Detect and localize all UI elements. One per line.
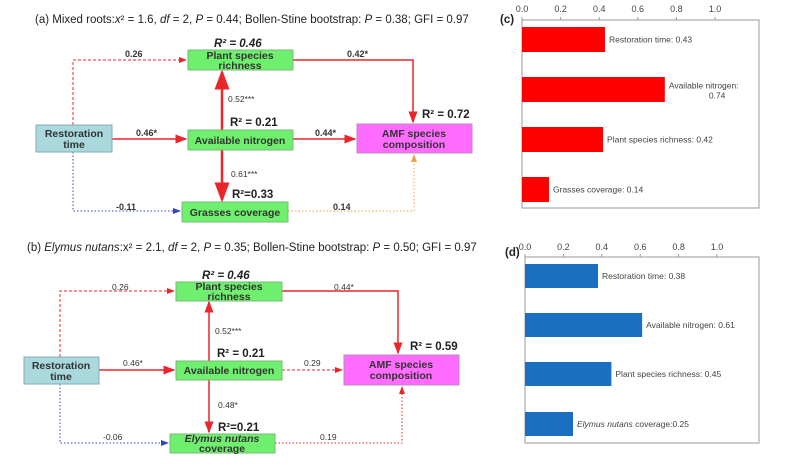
coef-plant-amf: 0.44* bbox=[334, 282, 355, 292]
coef-restoration-plant: 0.26 bbox=[112, 282, 129, 292]
node-plant-richness: Plant species richness bbox=[187, 49, 294, 72]
svg-text:Plant species: Plant species bbox=[206, 50, 273, 62]
node-restoration-time: Restoration time bbox=[23, 356, 100, 385]
coef-cover-amf: 0.19 bbox=[320, 432, 337, 442]
x-tick-label: 0.2 bbox=[554, 4, 567, 14]
coef-nitrogen-amf: 0.29 bbox=[304, 358, 321, 368]
svg-text:richness: richness bbox=[218, 60, 261, 72]
node-restoration-time: Restoration time bbox=[35, 124, 113, 153]
x-tick-label: 0.4 bbox=[596, 242, 609, 252]
node-grasses-coverage: Grasses coverage bbox=[181, 201, 289, 223]
path-restoration-to-plant bbox=[72, 57, 187, 125]
r2-nitrogen: R² = 0.21 bbox=[217, 348, 265, 360]
coef-nitrogen-plant: 0.52*** bbox=[215, 326, 242, 336]
x-tick-label: 1.0 bbox=[709, 4, 722, 14]
x-tick-label: 0.6 bbox=[634, 242, 647, 252]
svg-text:AMF species: AMF species bbox=[382, 128, 446, 140]
bar-label: Available nitrogen: bbox=[669, 81, 739, 91]
bar-available-nitrogen bbox=[525, 313, 643, 337]
path-plant-to-amf bbox=[293, 59, 418, 124]
panel-a-path-diagram: (a) Mixed roots:x² = 1.6, df = 2, P = 0.… bbox=[35, 14, 473, 223]
r2-plant: R² = 0.46 bbox=[202, 270, 250, 282]
node-available-nitrogen: Available nitrogen bbox=[175, 360, 283, 381]
bar-label: Restoration time: 0.43 bbox=[609, 35, 692, 45]
path-cover-to-amf bbox=[288, 154, 417, 212]
svg-text:Grasses coverage: Grasses coverage bbox=[190, 207, 281, 219]
r2-plant: R² = 0.46 bbox=[214, 38, 262, 50]
coef-restoration-cover: -0.11 bbox=[116, 202, 136, 212]
x-tick-label: 0.4 bbox=[593, 4, 606, 14]
svg-text:composition: composition bbox=[383, 139, 445, 151]
coef-restoration-nitrogen: 0.46* bbox=[136, 128, 158, 138]
svg-text:Elymus nutans: Elymus nutans bbox=[185, 433, 260, 445]
svg-text:richness: richness bbox=[207, 291, 250, 303]
svg-text:time: time bbox=[50, 371, 72, 383]
svg-text:Available nitrogen: Available nitrogen bbox=[184, 365, 275, 377]
svg-text:Plant species: Plant species bbox=[195, 281, 262, 293]
node-amf-composition: AMF species composition bbox=[343, 354, 460, 386]
r2-nitrogen: R² = 0.21 bbox=[230, 117, 278, 129]
path-plant-to-amf bbox=[282, 290, 403, 355]
coef-restoration-cover: -0.06 bbox=[103, 432, 123, 442]
r2-amf: R² = 0.59 bbox=[410, 341, 458, 353]
r2-cover: R²=0.21 bbox=[218, 422, 260, 434]
coef-restoration-nitrogen: 0.46* bbox=[123, 358, 144, 368]
svg-text:time: time bbox=[63, 139, 85, 151]
bar-restoration-time bbox=[525, 264, 598, 288]
x-tick-label: 0.6 bbox=[632, 4, 645, 14]
coef-nitrogen-cover: 0.48* bbox=[218, 400, 239, 410]
bar-available-nitrogen bbox=[522, 77, 665, 102]
svg-text:Available nitrogen: Available nitrogen bbox=[195, 135, 286, 147]
node-elymus-coverage: Elymus nutans coverage bbox=[169, 433, 276, 455]
svg-text:coverage: coverage bbox=[199, 443, 245, 455]
chart-d-panel-label: (d) bbox=[505, 247, 520, 259]
bar-label: Grasses coverage: 0.14 bbox=[553, 185, 644, 195]
r2-cover: R²=0.33 bbox=[232, 189, 273, 201]
path-restoration-to-cover bbox=[59, 384, 169, 446]
bar-label: Plant species richness: 0.45 bbox=[615, 369, 721, 379]
coef-cover-amf: 0.14 bbox=[333, 202, 351, 212]
x-tick-label: 0.2 bbox=[557, 242, 570, 252]
node-plant-richness: Plant species richness bbox=[175, 281, 283, 303]
x-tick-label: 1.0 bbox=[711, 242, 724, 252]
x-tick-label: 0.0 bbox=[519, 242, 532, 252]
bar-plant-species-richness bbox=[522, 127, 604, 152]
r2-amf: R² = 0.72 bbox=[422, 109, 470, 121]
node-available-nitrogen: Available nitrogen bbox=[187, 129, 294, 151]
path-restoration-to-plant bbox=[59, 288, 175, 357]
chart-frame bbox=[524, 256, 760, 444]
x-tick-label: 0.0 bbox=[516, 4, 529, 14]
x-tick-label: 0.8 bbox=[670, 4, 683, 14]
bar-elymus-nutans-coverage bbox=[525, 412, 573, 436]
svg-text:AMF species: AMF species bbox=[369, 359, 433, 371]
coef-plant-amf: 0.42* bbox=[347, 49, 369, 59]
panel-b-path-diagram: (b) Elymus nutans:x² = 2.1, df = 2, P = … bbox=[23, 242, 477, 455]
coef-nitrogen-plant: 0.52*** bbox=[228, 94, 255, 104]
svg-text:Restoration: Restoration bbox=[32, 360, 90, 372]
coef-restoration-plant: 0.26 bbox=[125, 49, 143, 59]
chart-c-panel-label: (c) bbox=[500, 14, 514, 26]
x-tick-label: 0.8 bbox=[672, 242, 685, 252]
panel-b-title: (b) Elymus nutans:x² = 2.1, df = 2, P = … bbox=[27, 242, 477, 254]
bar-restoration-time bbox=[522, 27, 605, 52]
bar-plant-species-richness bbox=[525, 362, 612, 386]
bar-label: Plant species richness: 0.42 bbox=[607, 135, 713, 145]
bar-label: Restoration time: 0.38 bbox=[602, 271, 685, 281]
path-restoration-to-cover bbox=[72, 152, 181, 214]
bar-value-label: 0.74 bbox=[709, 91, 726, 101]
bar-grasses-coverage bbox=[522, 177, 550, 202]
chart-frame bbox=[521, 19, 760, 209]
bar-label: Elymus nutans coverage:0.25 bbox=[577, 419, 689, 429]
svg-text:Restoration: Restoration bbox=[45, 128, 103, 140]
coef-nitrogen-cover: 0.61*** bbox=[231, 169, 258, 179]
bar-label: Available nitrogen: 0.61 bbox=[646, 320, 735, 330]
coef-nitrogen-amf: 0.44* bbox=[315, 128, 337, 138]
node-amf-composition: AMF species composition bbox=[356, 123, 473, 154]
path-cover-to-amf bbox=[275, 386, 405, 444]
svg-text:composition: composition bbox=[370, 370, 432, 382]
panel-a-title: (a) Mixed roots:x² = 1.6, df = 2, P = 0.… bbox=[35, 14, 469, 26]
